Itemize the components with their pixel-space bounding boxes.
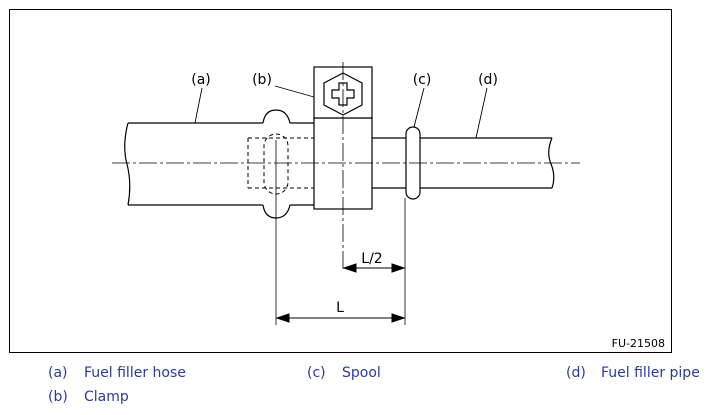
legend-label-clamp: Clamp bbox=[84, 389, 129, 405]
legend-label-fuel-filler-pipe: Fuel filler pipe bbox=[601, 365, 700, 381]
legend-key-d: (d) bbox=[566, 365, 586, 381]
half-length-dimension bbox=[342, 263, 406, 273]
legend-key-b: (b) bbox=[48, 389, 68, 405]
hex-screw-icon bbox=[323, 72, 363, 116]
hose-clamp-diagram: L/2 L (a) (b) (c) (d) FU-21508 bbox=[9, 9, 672, 353]
legend-label-spool: Spool bbox=[342, 365, 381, 381]
callout-d: (d) bbox=[478, 72, 498, 88]
hidden-pipe-end bbox=[247, 133, 314, 195]
fuel-filler-hose bbox=[124, 109, 314, 219]
legend-label-fuel-filler-hose: Fuel filler hose bbox=[84, 365, 186, 381]
callout-b: (b) bbox=[252, 72, 272, 88]
fuel-filler-pipe bbox=[372, 137, 555, 189]
legend-row-1: (a) Fuel filler hose (c) Spool (d) Fuel … bbox=[0, 365, 709, 387]
legend-row-2: (b) Clamp bbox=[0, 389, 709, 411]
figure-id: FU-21508 bbox=[612, 337, 665, 350]
half-length-label: L/2 bbox=[361, 251, 382, 267]
legend-key-a: (a) bbox=[48, 365, 68, 381]
legend-key-c: (c) bbox=[307, 365, 326, 381]
callout-leaders bbox=[194, 85, 488, 139]
length-label: L bbox=[336, 300, 344, 316]
callout-a: (a) bbox=[191, 72, 211, 88]
length-dimension bbox=[275, 313, 406, 323]
figure-frame bbox=[9, 9, 672, 353]
dimension-extension-lines bbox=[275, 140, 406, 325]
callout-c: (c) bbox=[413, 72, 432, 88]
